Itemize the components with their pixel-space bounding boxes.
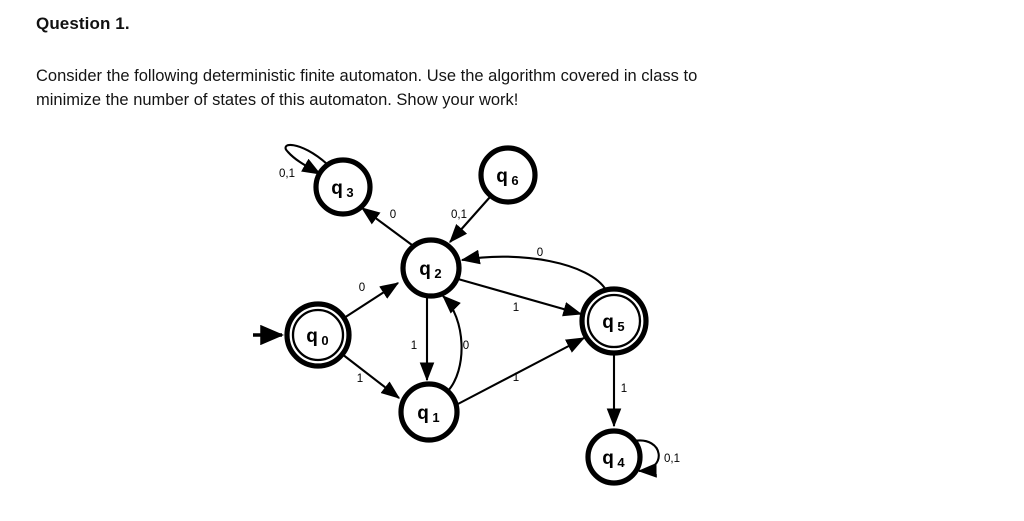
state-label-q0: q xyxy=(306,326,318,347)
state-node-q4[interactable]: q 4 xyxy=(585,428,643,486)
state-circle-q3 xyxy=(313,157,373,217)
prompt-line-1: Consider the following deterministic fin… xyxy=(36,67,698,85)
edge-q1-q5 xyxy=(455,337,586,406)
edge-label-q2-q1: 1 xyxy=(411,340,417,352)
state-label-q2: q xyxy=(419,259,431,280)
state-node-q0[interactable]: q 0 xyxy=(284,301,352,369)
state-label-q3: q xyxy=(331,178,343,199)
edge-label-q4-self: 0,1 xyxy=(664,453,680,465)
state-label-q6: q xyxy=(496,166,508,187)
edge-q5-q2 xyxy=(460,249,607,291)
state-node-q5[interactable]: q 5 xyxy=(579,286,649,356)
state-accept-ring-q5 xyxy=(586,293,642,349)
state-sub-q3: 3 xyxy=(346,185,353,200)
state-sub-q1: 1 xyxy=(432,410,439,425)
edge-label-q1-q2: 0 xyxy=(463,340,469,352)
state-sub-q0: 0 xyxy=(321,333,328,348)
state-node-q1[interactable]: q 1 xyxy=(398,381,460,443)
state-label-q5: q xyxy=(602,312,614,333)
state-circle-q2 xyxy=(400,237,462,299)
state-sub-q4: 4 xyxy=(617,455,625,470)
state-label-q4: q xyxy=(602,448,614,469)
edge-q2-q5 xyxy=(457,277,583,317)
edge-q1-q2 xyxy=(442,295,463,393)
state-accept-ring-q0 xyxy=(291,308,345,362)
edge-label-q2-q5: 1 xyxy=(513,302,519,314)
state-label-q1: q xyxy=(417,403,429,424)
edge-label-q3-self: 0,1 xyxy=(279,168,295,180)
dfa-state-diagram: 0 1 0 1 0 1 0 1 1 0,1 0,1 0,1 xyxy=(253,143,680,486)
edge-label-q2-q3: 0 xyxy=(390,209,396,221)
edge-label-q6-q2: 0,1 xyxy=(451,209,467,221)
state-sub-q5: 5 xyxy=(617,319,624,334)
state-circle-q4 xyxy=(585,428,643,486)
state-circle-q1 xyxy=(398,381,460,443)
state-circle-q6 xyxy=(478,145,538,205)
state-sub-q2: 2 xyxy=(434,266,441,281)
edge-label-q0-q1: 1 xyxy=(357,373,363,385)
edge-q0-q1 xyxy=(341,353,400,399)
edge-label-q5-q4: 1 xyxy=(621,383,627,395)
prompt-line-2: minimize the number of states of this au… xyxy=(36,91,519,109)
state-circle-q0 xyxy=(284,301,352,369)
edge-q0-q2 xyxy=(343,282,400,319)
edge-q3-self-loop xyxy=(284,143,328,175)
page-title: Question 1. xyxy=(36,14,130,33)
edge-label-q1-q5: 1 xyxy=(513,372,519,384)
edge-q2-q3 xyxy=(360,207,413,246)
state-node-q6[interactable]: q 6 xyxy=(478,145,538,205)
question-prompt: Consider the following deterministic fin… xyxy=(36,64,966,112)
edge-label-q0-q2: 0 xyxy=(359,282,365,294)
edge-q6-q2 xyxy=(449,196,491,243)
state-sub-q6: 6 xyxy=(511,173,518,188)
edge-q4-self-loop xyxy=(633,439,660,478)
state-node-q3[interactable]: q 3 xyxy=(313,157,373,217)
state-circle-q5 xyxy=(579,286,649,356)
state-node-q2[interactable]: q 2 xyxy=(400,237,462,299)
edge-label-q5-q2: 0 xyxy=(537,247,543,259)
